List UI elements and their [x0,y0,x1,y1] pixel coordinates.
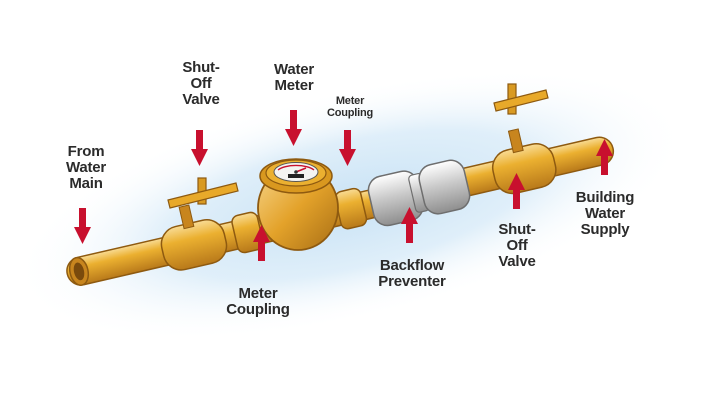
label-meter-coupling-bottom: Meter Coupling [226,285,290,318]
label-meter-coupling-top: Meter Coupling [326,95,374,119]
label-shutoff-valve-left: Shut- Off Valve [182,59,220,108]
label-building-water-supply: Building Water Supply [575,189,635,238]
arrow-down-icon [74,208,91,244]
arrow-up-icon [508,173,525,209]
label-backflow-preventer: Backflow Preventer [378,257,446,290]
label-water-meter: Water Meter [273,61,315,94]
shutoff-valve-right [491,128,557,195]
arrow-down-icon [339,130,356,166]
pipe-assembly [66,128,615,286]
label-from-water-main: From Water Main [65,143,107,192]
shutoff-valve-left [160,204,228,271]
arrow-up-icon [253,225,270,261]
arrow-up-icon [401,207,418,243]
pointer-arrows [74,110,613,261]
label-shutoff-valve-right: Shut- Off Valve [498,221,536,270]
valve-handle-icon [167,177,239,209]
arrow-down-icon [191,130,208,166]
arrow-up-icon [596,139,613,175]
valve-handle-icon [493,83,549,115]
meter-dial-icon [273,162,319,182]
water-meter [257,158,339,251]
arrow-down-icon [285,110,302,146]
